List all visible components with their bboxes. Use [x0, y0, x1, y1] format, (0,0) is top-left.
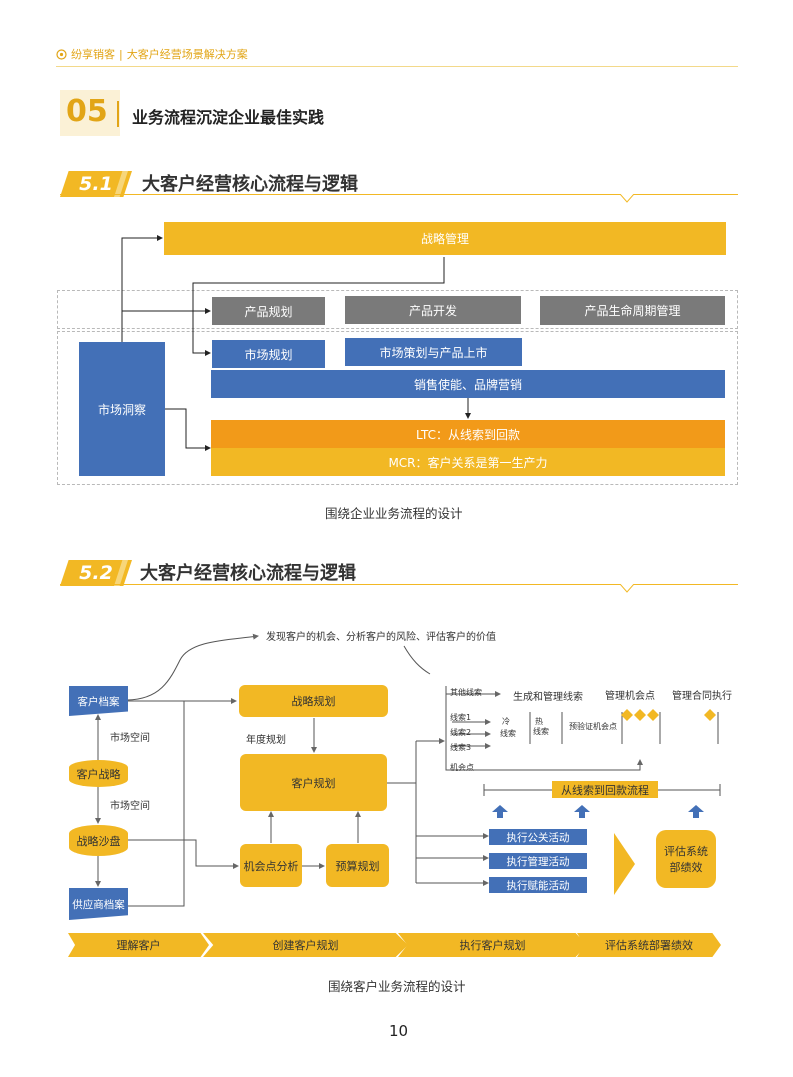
label-market-space-1: 市场空间 [110, 733, 150, 744]
box-product-dev: 产品开发 [345, 296, 521, 324]
phase-understand: 理解客户 [68, 933, 209, 957]
db-customer-strategy: 客户战略 [69, 760, 128, 787]
product-row-frame [57, 290, 738, 329]
label-hot: 热 [535, 717, 543, 726]
box-exec-pr: 执行公关活动 [489, 829, 587, 845]
contract-diamond-icon [704, 709, 716, 721]
chapter-number: 05 [66, 94, 108, 129]
box-mcr: MCR：客户关系是第一生产力 [211, 448, 725, 476]
label-hot-leads: 线索 [533, 727, 549, 736]
box-lead-to-cash: 从线索到回款流程 [552, 781, 658, 798]
phase-create-plan: 创建客户规划 [203, 933, 408, 957]
up-arrow-icon [574, 805, 590, 818]
box-exec-enable: 执行赋能活动 [489, 877, 587, 893]
box-market-launch: 市场策划与产品上市 [345, 338, 522, 366]
label-lead-1: 线索1 [450, 713, 472, 722]
label-manage-opps: 管理机会点 [605, 691, 655, 702]
label-other-leads: 其他线索 [450, 688, 482, 697]
underline-notch-2 [620, 584, 634, 593]
label-annual-plan: 年度规划 [246, 735, 286, 746]
label-cold: 冷 [502, 717, 510, 726]
box-strategy: 战略管理 [164, 222, 726, 255]
section-underline-2 [60, 584, 738, 585]
doc-supplier-file: 供应商档案 [69, 888, 128, 920]
callout-text: 发现客户的机会、分析客户的风险、评估客户的价值 [266, 632, 496, 643]
chevron-right-icon [614, 833, 635, 895]
label-lead-2: 线索2 [450, 728, 472, 737]
section-title-5-1: 大客户经营核心流程与逻辑 [142, 174, 358, 195]
label-verify-opp: 预验证机会点 [569, 722, 617, 731]
label-opp-point: 机会点 [450, 763, 474, 772]
doc-customer-file: 客户档案 [69, 686, 128, 716]
brand-name: 纷享销客 [71, 48, 115, 61]
label-lead-3: 线索3 [450, 743, 472, 752]
opp-diamond-icons [621, 709, 659, 721]
page-number: 10 [389, 1022, 409, 1040]
brand-icon [56, 48, 67, 60]
eval-line-1: 评估系统 [664, 845, 708, 858]
label-market-space-2: 市场空间 [110, 801, 150, 812]
label-gen-manage-leads: 生成和管理线索 [513, 692, 583, 703]
box-product-lifecycle: 产品生命周期管理 [540, 296, 725, 325]
box-budget-plan: 预算规划 [326, 844, 389, 887]
box-evaluate: 评估系统 部绩效 [656, 830, 716, 888]
eval-line-2: 部绩效 [669, 861, 703, 874]
box-product-plan: 产品规划 [212, 297, 325, 325]
box-market-insight: 市场洞察 [79, 342, 165, 476]
underline-notch [620, 194, 634, 203]
header-divider [56, 66, 738, 67]
caption-5-1: 围绕企业业务流程的设计 [325, 506, 463, 521]
label-manage-contracts: 管理合同执行 [672, 691, 732, 702]
chapter-number-bg [60, 90, 120, 136]
caption-5-2: 围绕客户业务流程的设计 [328, 979, 466, 994]
box-market-plan: 市场规划 [212, 340, 325, 368]
box-sales-enable: 销售使能、品牌营销 [211, 370, 725, 398]
up-arrow-icon [688, 805, 704, 818]
section-underline [60, 194, 738, 195]
up-arrow-icon [492, 805, 508, 818]
phase-execute-plan: 执行客户规划 [398, 933, 587, 957]
market-row-frame [57, 331, 738, 485]
box-opportunity-analysis: 机会点分析 [240, 844, 302, 887]
phase-evaluate: 评估系统部署绩效 [577, 933, 721, 957]
db-strategy-sandbox: 战略沙盘 [69, 825, 128, 856]
box-ltc: LTC：从线索到回款 [211, 420, 725, 448]
header-separator: | [119, 47, 123, 61]
box-customer-plan: 客户规划 [240, 754, 387, 811]
label-cold-leads: 线索 [500, 729, 516, 738]
section-title-5-2: 大客户经营核心流程与逻辑 [140, 563, 356, 584]
box-exec-mgmt: 执行管理活动 [489, 853, 587, 869]
doc-header: 纷享销客 | 大客户经营场景解决方案 [56, 46, 248, 62]
header-subtitle: 大客户经营场景解决方案 [126, 48, 248, 61]
chapter-title: 业务流程沉淀企业最佳实践 [132, 108, 325, 127]
box-strategic-plan: 战略规划 [239, 685, 388, 717]
chapter-bar [117, 101, 119, 127]
